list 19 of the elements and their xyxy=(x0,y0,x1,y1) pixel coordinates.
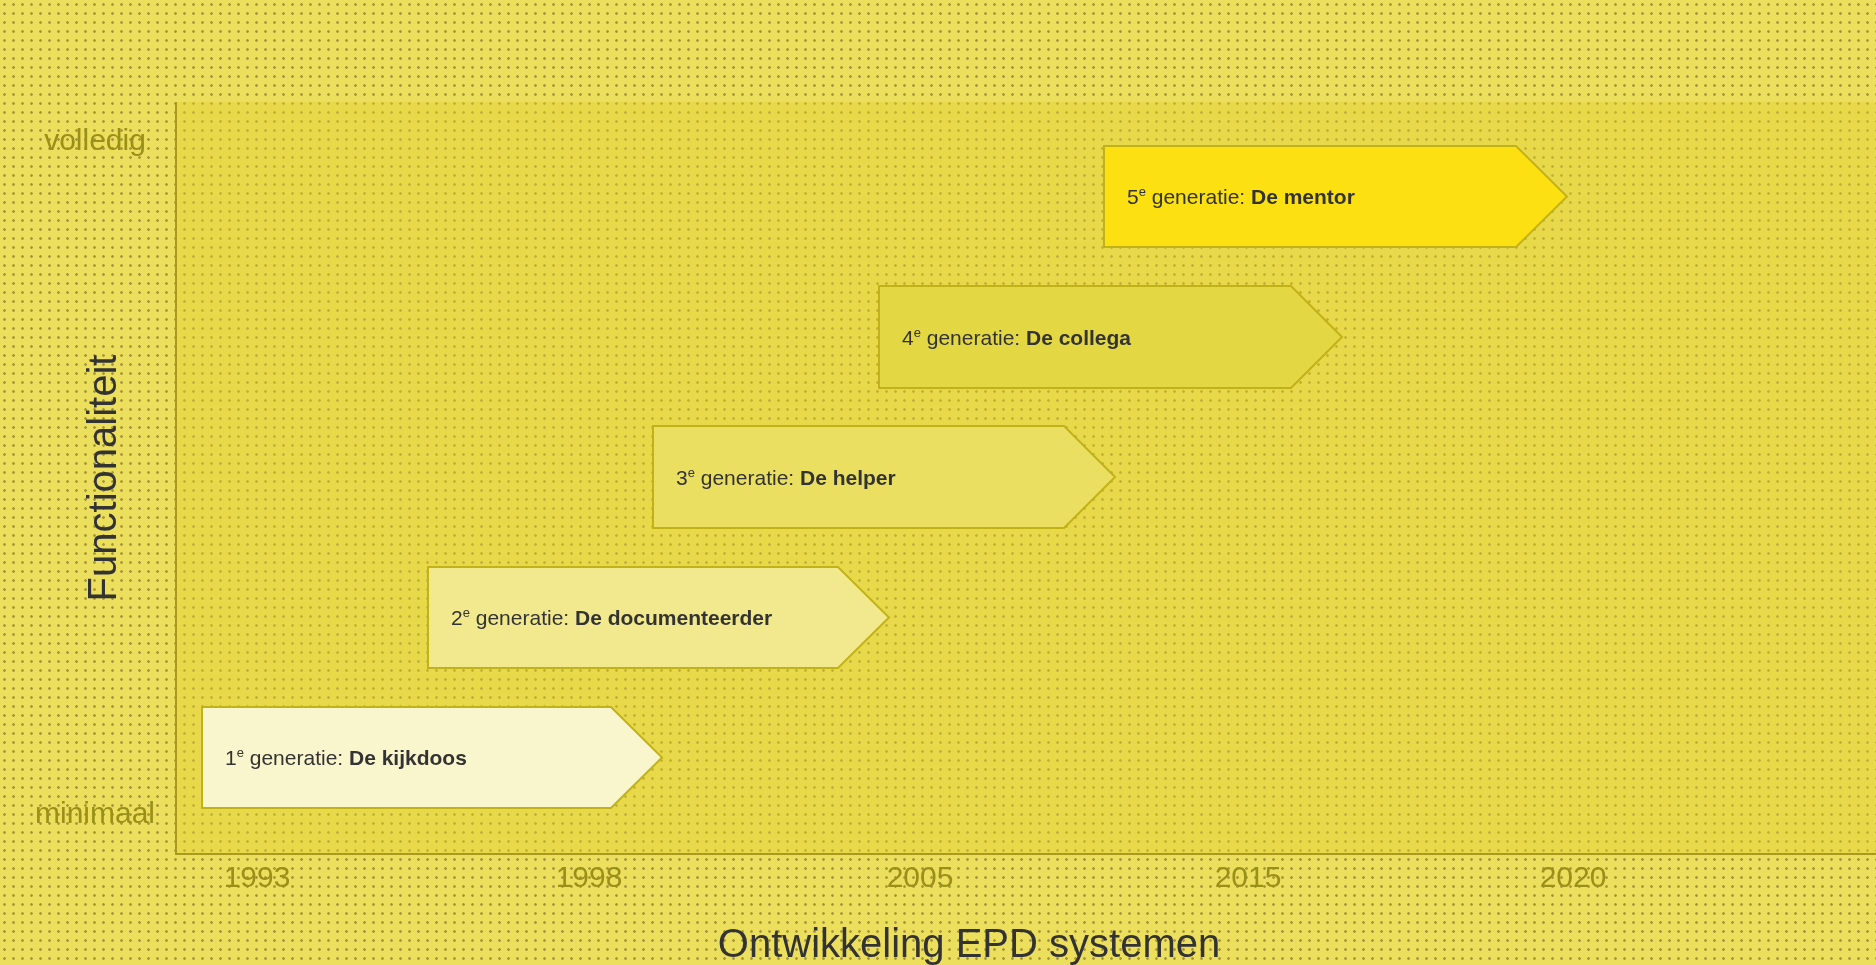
x-axis-tick-label: 2015 xyxy=(1214,860,1282,894)
arrow-shape xyxy=(201,706,662,809)
y-axis-tick-label: minimaal xyxy=(35,796,155,830)
generation-label: 5$^{e}$ generatie: De mentor xyxy=(1127,184,1355,209)
arrow-shape xyxy=(652,425,1115,529)
generation-label: 3$^{e}$ generatie: De helper xyxy=(676,464,896,490)
y-axis-title: Functionaliteit xyxy=(79,354,125,602)
arrow-shape xyxy=(1103,145,1567,248)
y-axis-tick-label: volledig xyxy=(44,123,146,157)
generation-label: 1$^{e}$ generatie: De kijkdoos xyxy=(225,745,467,770)
arrow-shape xyxy=(427,566,889,669)
x-axis-tick-label: 1998 xyxy=(555,860,623,894)
generation-label: 4$^{e}$ generatie: De collega xyxy=(902,324,1132,350)
arrow-shape xyxy=(878,285,1342,389)
x-axis-tick-label: 2005 xyxy=(886,860,954,894)
x-axis-tick-label: 2020 xyxy=(1539,860,1607,894)
generation-label: 2$^{e}$ generatie: De documenteerder xyxy=(451,605,773,630)
x-axis-tick-label: 1993 xyxy=(223,860,291,894)
x-axis-title: Ontwikkeling EPD systemen xyxy=(717,920,1221,965)
